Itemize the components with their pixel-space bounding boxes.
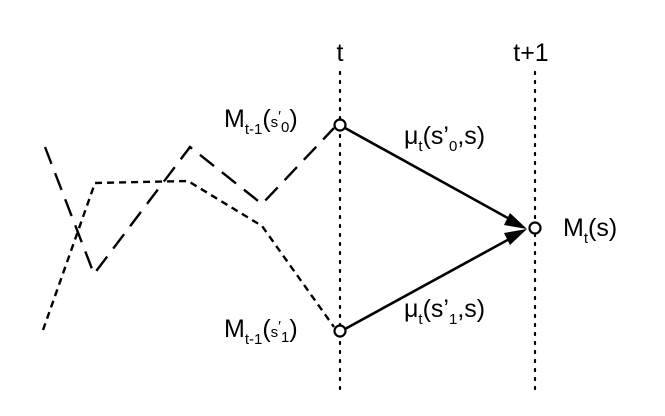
transition-arrow-0: [344, 126, 516, 224]
state-node-current: [528, 221, 542, 235]
label-m-prev-1: Mt-1(s′1): [224, 315, 298, 348]
path-to-state-0: [43, 127, 335, 277]
label-mu-1: μt(s’1,s): [404, 295, 485, 328]
arrowhead-1: [504, 229, 527, 245]
path-to-state-1: [41, 179, 335, 331]
transition-arrow-1: [344, 235, 514, 331]
time-label-t-plus-1: t+1: [513, 39, 548, 67]
arrowhead-0: [504, 213, 527, 229]
label-mu-0: μt(s’0,s): [404, 122, 485, 155]
label-m-current: Mt(s): [563, 214, 617, 247]
time-label-t: t: [337, 39, 344, 67]
state-node-prev-0: [333, 118, 347, 132]
state-node-prev-1: [333, 324, 347, 338]
label-m-prev-0: Mt-1(s′0): [224, 105, 298, 138]
